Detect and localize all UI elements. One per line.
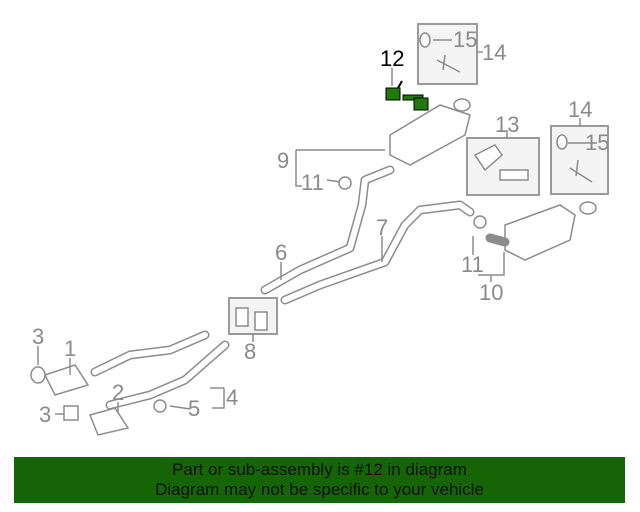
converter-2[interactable]	[88, 407, 130, 436]
callout-15[interactable]: 15	[585, 130, 609, 155]
callout-3[interactable]: 3	[39, 402, 51, 427]
kit-box-13[interactable]	[466, 137, 540, 196]
muffler-10[interactable]	[485, 201, 597, 261]
clamp-5[interactable]	[153, 399, 167, 413]
clamp-11[interactable]	[473, 215, 487, 229]
front-pipes	[90, 330, 230, 410]
callout-13[interactable]: 13	[495, 112, 519, 137]
callout-2[interactable]: 2	[112, 380, 124, 405]
callout-14[interactable]: 14	[482, 40, 506, 65]
clamp-11[interactable]	[338, 176, 352, 190]
banner-line-1: Part or sub-assembly is #12 in diagram	[172, 460, 467, 479]
gasket-3[interactable]	[63, 405, 79, 421]
callout-11[interactable]: 11	[301, 170, 324, 195]
notice-banner: Part or sub-assembly is #12 in diagram D…	[14, 457, 625, 503]
callout-8[interactable]: 8	[244, 339, 256, 364]
muffler-9[interactable]	[389, 98, 471, 166]
callout-6[interactable]: 6	[275, 240, 287, 265]
callout-12[interactable]: 12	[380, 46, 404, 71]
intermediate-pipe-7[interactable]	[280, 200, 475, 305]
gasket-3[interactable]	[30, 366, 46, 384]
callout-14[interactable]: 14	[568, 97, 592, 122]
callout-1[interactable]: 1	[64, 336, 76, 361]
banner-line-2: Diagram may not be specific to your vehi…	[155, 480, 484, 499]
callout-4[interactable]: 4	[226, 385, 238, 410]
converter-1[interactable]	[43, 364, 90, 396]
leader-lines	[37, 39, 597, 415]
hanger-12-highlighted[interactable]	[385, 80, 429, 111]
callout-10[interactable]: 10	[479, 280, 503, 305]
callout-15[interactable]: 15	[453, 27, 477, 52]
callout-7[interactable]: 7	[376, 215, 388, 240]
intermediate-pipe-6[interactable]	[260, 165, 395, 295]
callout-3[interactable]: 3	[32, 324, 44, 349]
callout-9[interactable]: 9	[277, 148, 289, 173]
callout-5[interactable]: 5	[188, 396, 200, 421]
callout-11[interactable]: 11	[461, 252, 484, 277]
